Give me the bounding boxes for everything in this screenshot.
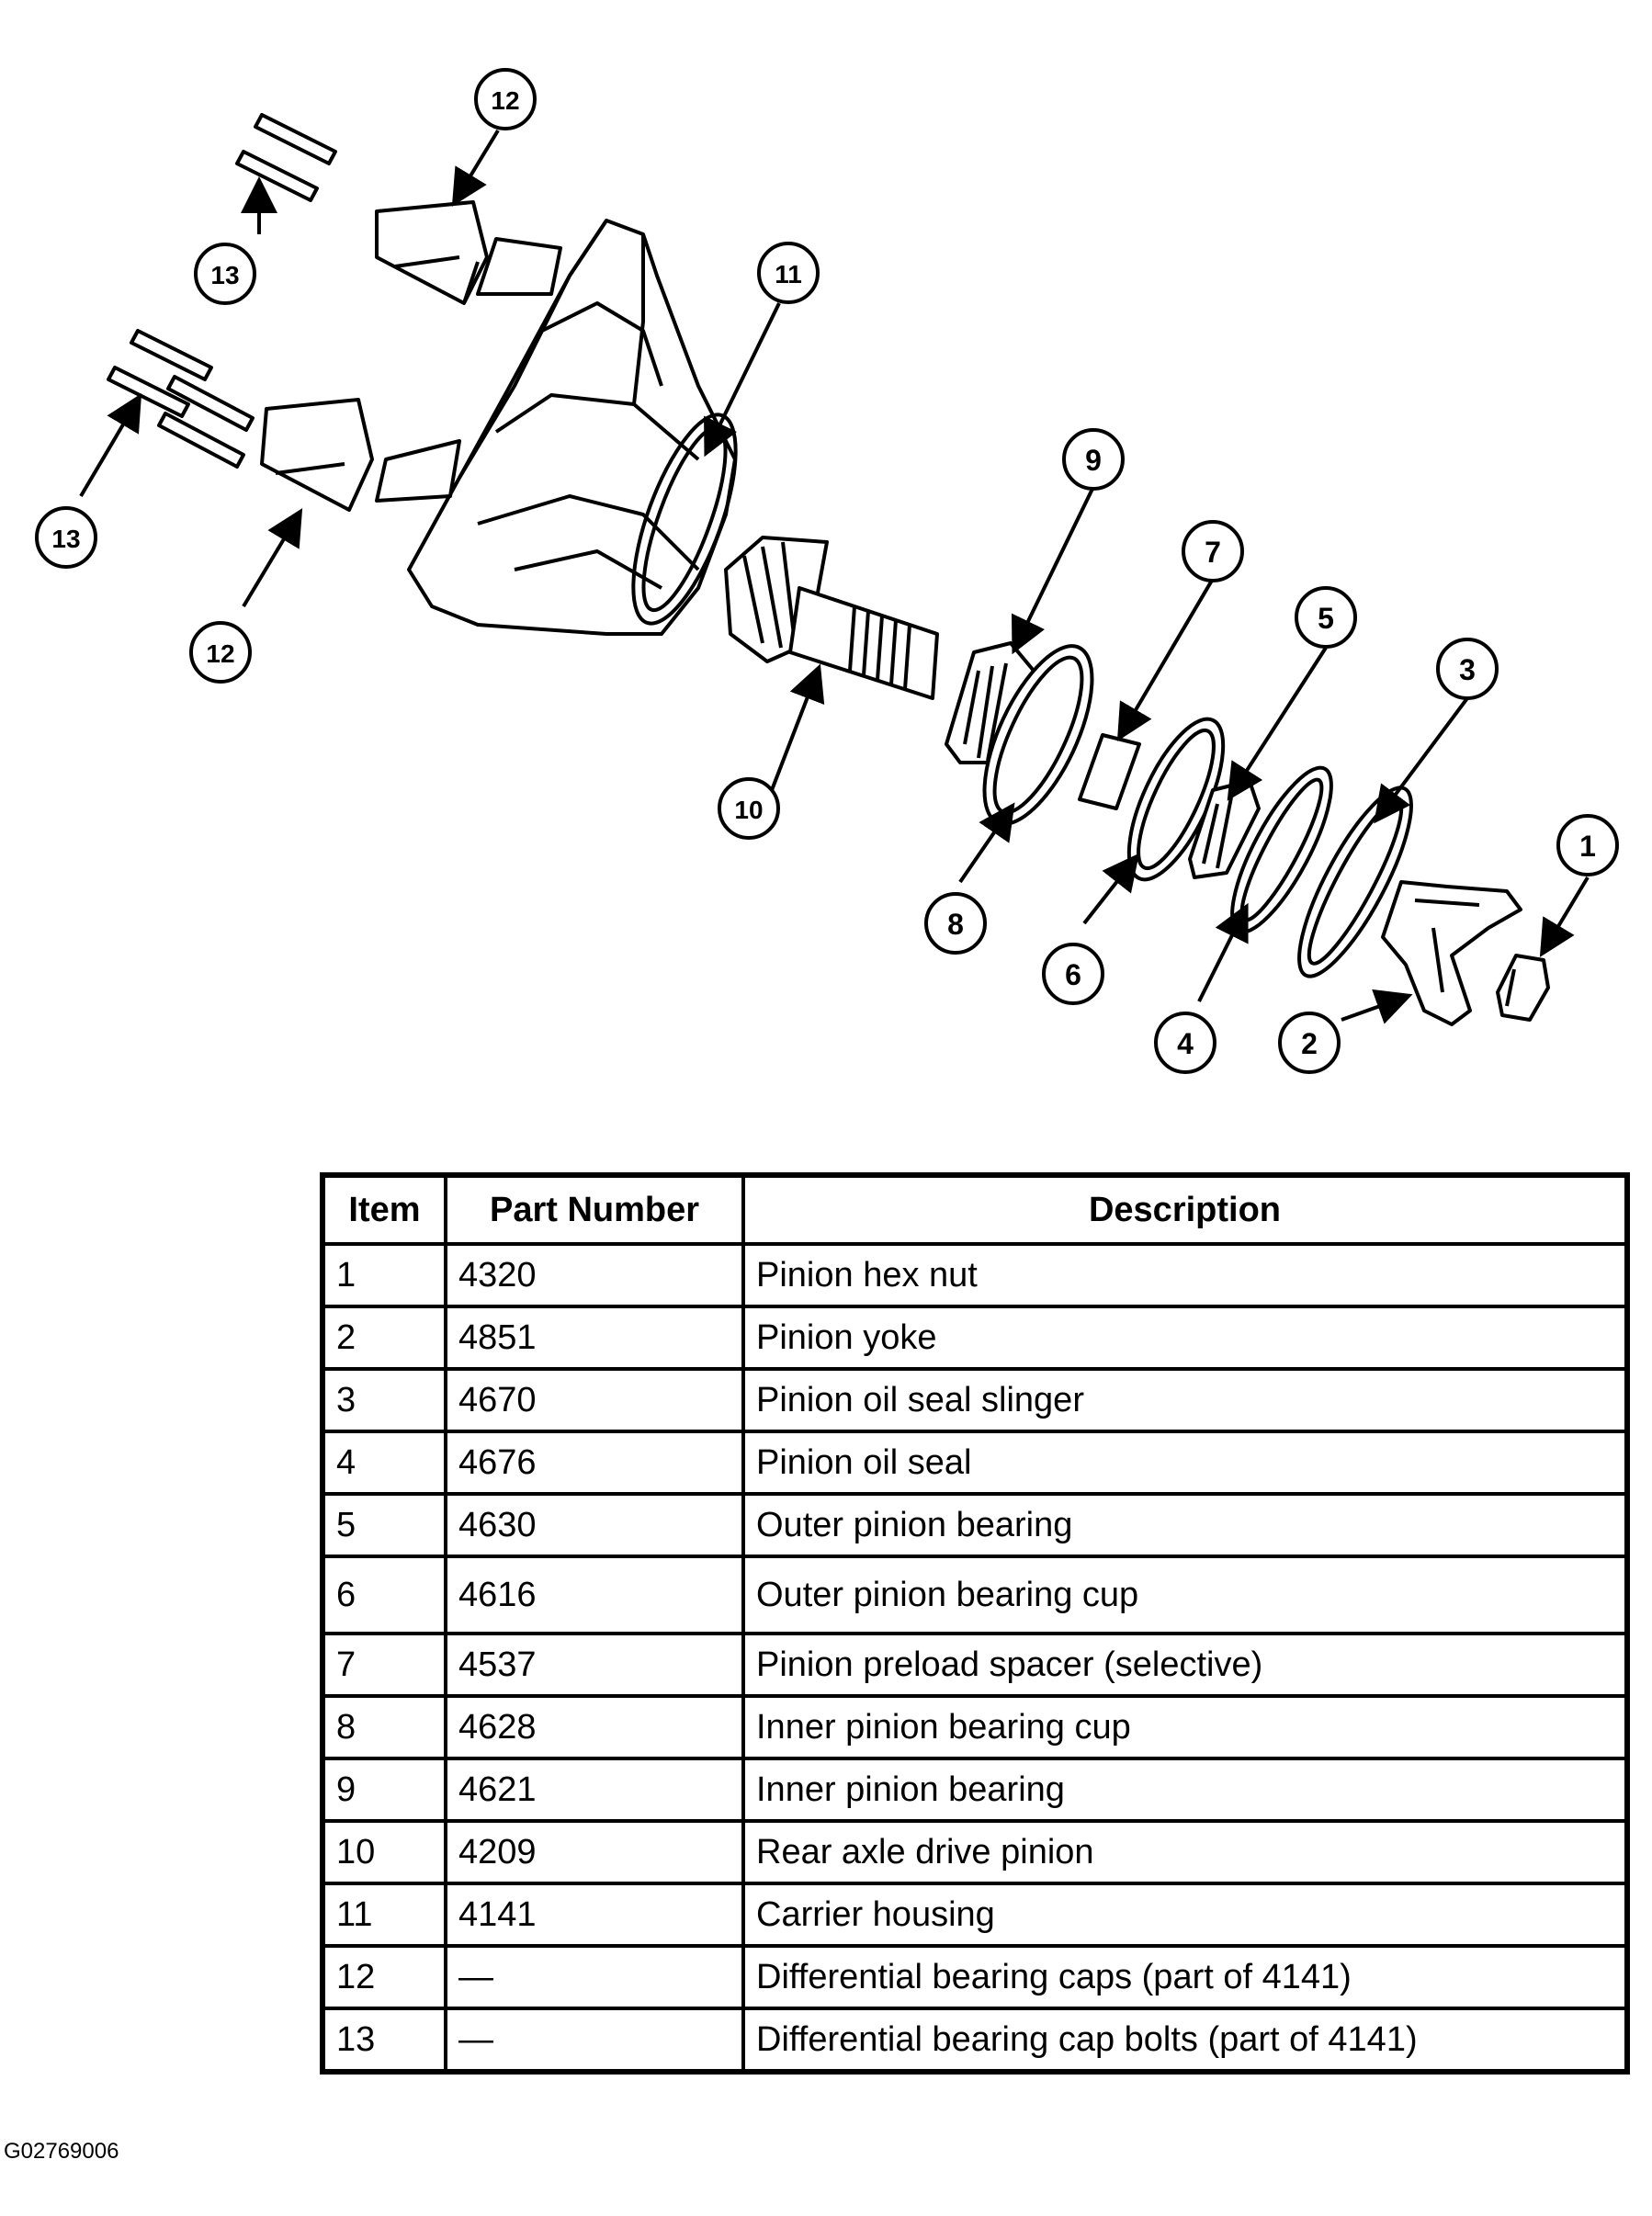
callout-3: 3	[1436, 638, 1499, 700]
table-row: 11 4141 Carrier housing	[321, 1882, 1629, 1948]
table-row: 8 4628 Inner pinion bearing cup	[321, 1694, 1629, 1760]
callout-13-lower: 13	[35, 506, 97, 569]
column-header-description: Description	[741, 1173, 1629, 1246]
svg-text:11: 11	[775, 260, 802, 288]
table-row: 5 4630 Outer pinion bearing	[321, 1492, 1629, 1558]
cell-item: 10	[321, 1819, 447, 1885]
cell-part-number: 4141	[444, 1882, 745, 1948]
carrier-housing	[375, 219, 738, 636]
cell-description: Outer pinion bearing cup	[741, 1555, 1629, 1635]
cell-item: 7	[321, 1632, 447, 1698]
cell-item: 1	[321, 1242, 447, 1308]
table-row: 7 4537 Pinion preload spacer (selective)	[321, 1632, 1629, 1698]
cell-description: Pinion oil seal slinger	[741, 1367, 1629, 1433]
cell-description: Pinion hex nut	[741, 1242, 1629, 1308]
callout-1: 1	[1556, 814, 1619, 876]
drive-pinion	[724, 536, 939, 700]
cell-item: 4	[321, 1430, 447, 1496]
cell-description: Pinion preload spacer (selective)	[741, 1632, 1629, 1698]
callout-13-upper: 13	[194, 243, 256, 305]
preload-spacer	[1078, 733, 1141, 810]
cell-item: 11	[321, 1882, 447, 1948]
cell-part-number: 4630	[444, 1492, 745, 1558]
bearing-cap-lower	[260, 398, 374, 512]
cell-description: Inner pinion bearing cup	[741, 1694, 1629, 1760]
svg-text:13: 13	[51, 525, 80, 553]
callout-6: 6	[1042, 943, 1104, 1005]
column-header-part-number: Part Number	[444, 1173, 745, 1246]
cell-item: 3	[321, 1367, 447, 1433]
svg-text:10: 10	[734, 796, 763, 824]
svg-text:8: 8	[947, 908, 964, 941]
cell-item: 9	[321, 1757, 447, 1823]
cell-item: 6	[321, 1555, 447, 1635]
callout-10: 10	[718, 777, 780, 840]
table-row: 2 4851 Pinion yoke	[321, 1305, 1629, 1371]
svg-text:4: 4	[1177, 1027, 1194, 1060]
table-header-row: Item Part Number Description	[321, 1173, 1629, 1246]
svg-text:6: 6	[1065, 958, 1081, 991]
hex-nut	[1496, 954, 1550, 1022]
table-row: 10 4209 Rear axle drive pinion	[321, 1819, 1629, 1885]
table-row: 4 4676 Pinion oil seal	[321, 1430, 1629, 1496]
callout-4: 4	[1154, 1012, 1216, 1074]
cell-item: 13	[321, 2007, 447, 2074]
cell-part-number: 4670	[444, 1367, 745, 1433]
callout-12-upper: 12	[474, 68, 537, 130]
column-header-item: Item	[321, 1173, 447, 1246]
cell-item: 12	[321, 1944, 447, 2010]
cell-item: 5	[321, 1492, 447, 1558]
cell-description: Differential bearing cap bolts (part of …	[741, 2007, 1629, 2074]
callout-8: 8	[924, 892, 987, 955]
cell-part-number: 4537	[444, 1632, 745, 1698]
cell-description: Pinion yoke	[741, 1305, 1629, 1371]
bolts-lower	[107, 329, 255, 469]
cell-description: Carrier housing	[741, 1882, 1629, 1948]
callout-9: 9	[1062, 428, 1125, 491]
cell-description: Rear axle drive pinion	[741, 1819, 1629, 1885]
svg-text:5: 5	[1318, 602, 1334, 635]
cell-part-number: 4676	[444, 1430, 745, 1496]
cell-description: Outer pinion bearing	[741, 1492, 1629, 1558]
figure-id: G02769006	[4, 2139, 119, 2164]
cell-part-number: 4621	[444, 1757, 745, 1823]
cell-part-number: 4628	[444, 1694, 745, 1760]
table-row: 9 4621 Inner pinion bearing	[321, 1757, 1629, 1823]
cell-description: Differential bearing caps (part of 4141)	[741, 1944, 1629, 2010]
cell-description: Inner pinion bearing	[741, 1757, 1629, 1823]
table-row: 13 — Differential bearing cap bolts (par…	[321, 2007, 1629, 2074]
table-row: 6 4616 Outer pinion bearing cup	[321, 1555, 1629, 1635]
table-row: 3 4670 Pinion oil seal slinger	[321, 1367, 1629, 1433]
pinion-yoke	[1381, 880, 1522, 1026]
bearing-cap-upper	[375, 200, 489, 305]
callout-2: 2	[1278, 1012, 1341, 1074]
svg-text:3: 3	[1459, 653, 1476, 686]
svg-text:9: 9	[1085, 444, 1102, 477]
cell-part-number: 4209	[444, 1819, 745, 1885]
cell-item: 8	[321, 1694, 447, 1760]
callout-5: 5	[1295, 586, 1357, 649]
svg-text:13: 13	[210, 261, 239, 289]
svg-text:12: 12	[491, 86, 519, 115]
cell-description: Pinion oil seal	[741, 1430, 1629, 1496]
callout-12-lower: 12	[189, 621, 252, 684]
cell-item: 2	[321, 1305, 447, 1371]
table-row: 1 4320 Pinion hex nut	[321, 1242, 1629, 1308]
svg-text:2: 2	[1301, 1027, 1318, 1060]
exploded-view-diagram: 1 2 3 4 5 6 7 8	[35, 68, 1619, 1074]
table-row: 12 — Differential bearing caps (part of …	[321, 1944, 1629, 2010]
cell-part-number: 4851	[444, 1305, 745, 1371]
svg-text:7: 7	[1205, 536, 1221, 569]
svg-text:1: 1	[1579, 830, 1596, 863]
cell-part-number: 4616	[444, 1555, 745, 1635]
parts-table: Item Part Number Description 1 4320 Pini…	[320, 1172, 1630, 2075]
cell-part-number: —	[444, 2007, 745, 2074]
svg-text:12: 12	[206, 639, 234, 668]
bolts-upper	[235, 113, 337, 202]
cell-part-number: —	[444, 1944, 745, 2010]
callout-7: 7	[1182, 520, 1244, 582]
cell-part-number: 4320	[444, 1242, 745, 1308]
callout-11: 11	[757, 242, 820, 304]
